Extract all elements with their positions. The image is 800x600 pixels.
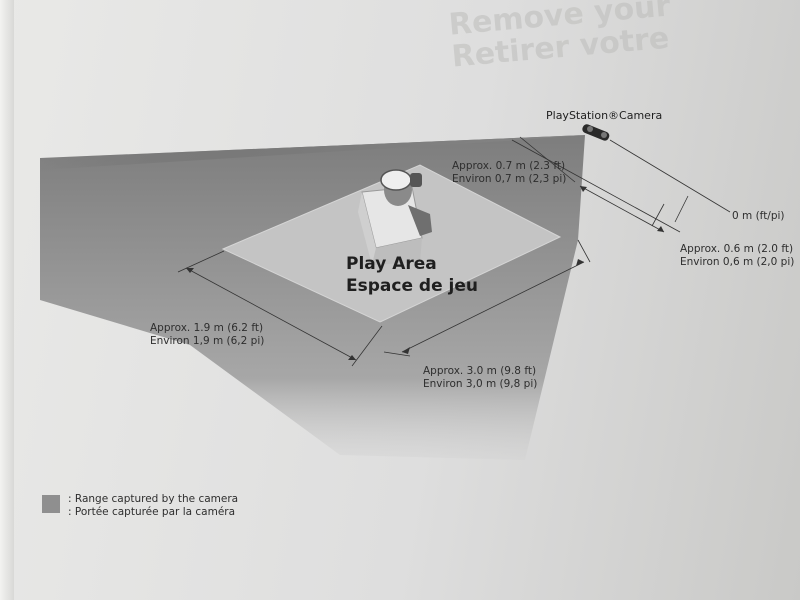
page-binding-edge: [0, 0, 14, 600]
offset-label: Approx. 0.6 m (2.0 ft) Environ 0,6 m (2,…: [680, 243, 795, 268]
player-figure: [358, 169, 432, 265]
play-area-label: Play Area Espace de jeu: [346, 254, 478, 296]
width-dimension-line: [185, 267, 357, 361]
offset-line: [579, 185, 665, 233]
zero-label: 0 m (ft/pi): [732, 210, 785, 222]
near-limit-label: Approx. 0.7 m (2.3 ft) Environ 0,7 m (2,…: [452, 160, 567, 185]
near-limit-line: [511, 139, 681, 233]
legend-text: : Range captured by the camera : Portée …: [68, 493, 239, 518]
zero-line: [609, 139, 731, 213]
camera-label: PlayStation®Camera: [546, 109, 663, 122]
playstation-camera-icon: [582, 124, 610, 141]
camera-range-upper: [40, 135, 585, 170]
depth-label: Approx. 3.0 m (9.8 ft) Environ 3,0 m (9,…: [423, 365, 538, 390]
legend-swatch: [42, 495, 60, 513]
width-label: Approx. 1.9 m (6.2 ft) Environ 1,9 m (6,…: [150, 322, 265, 347]
depth-dimension-line: [401, 261, 585, 353]
